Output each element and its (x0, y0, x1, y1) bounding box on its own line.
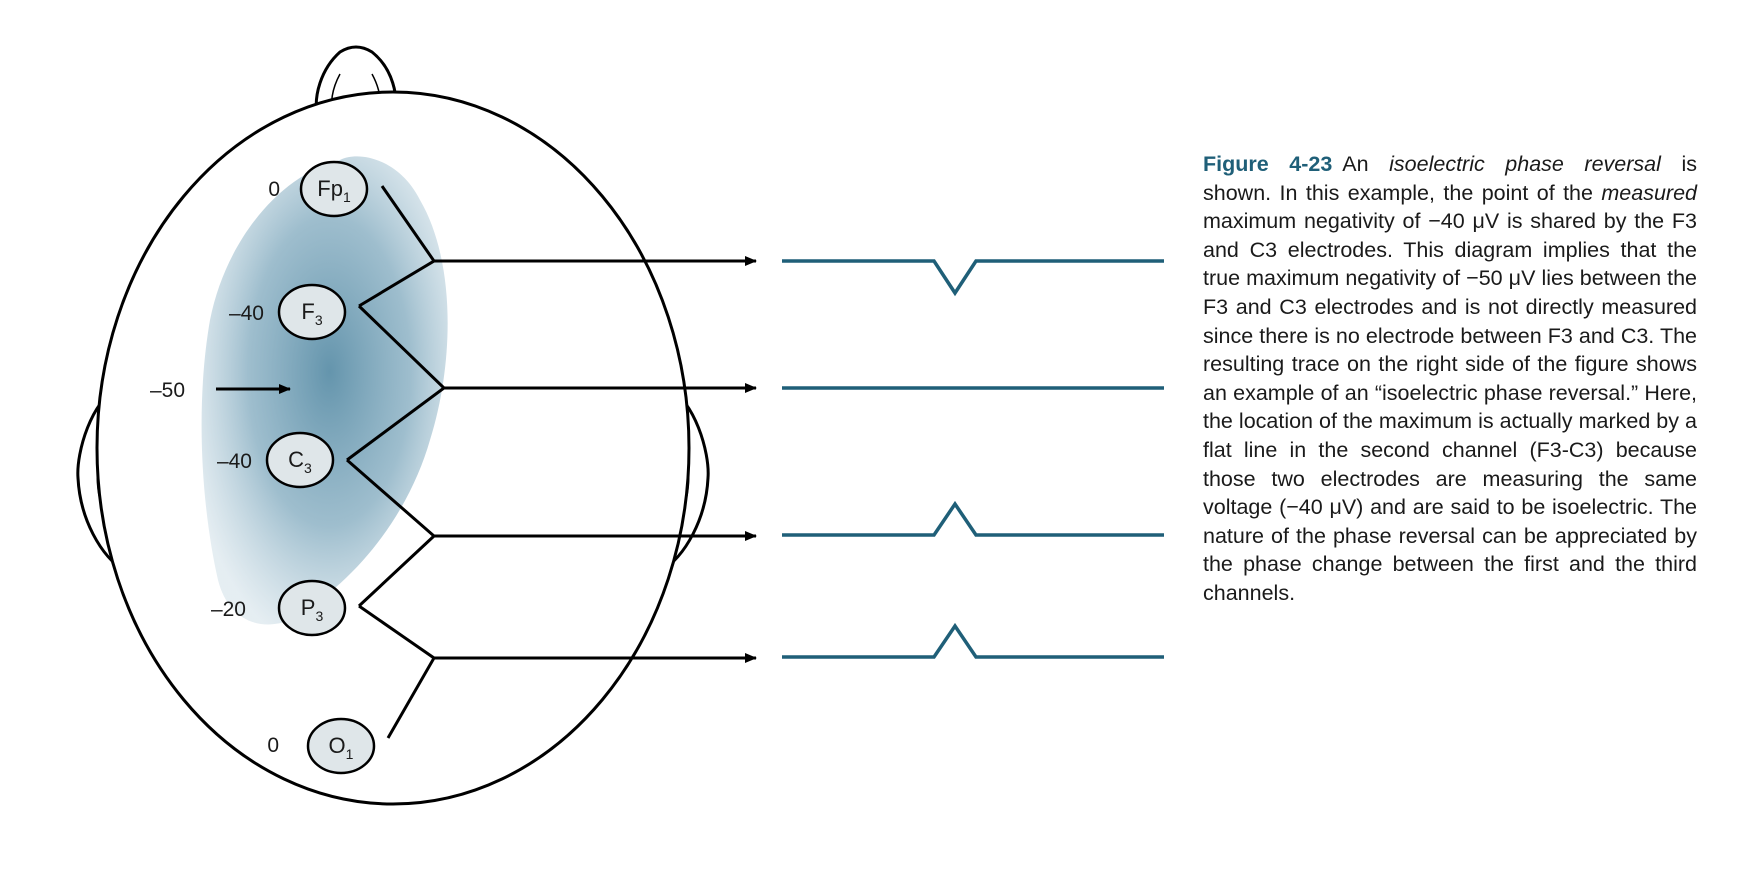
electrode-p3: P3 –20 (211, 579, 347, 637)
electrode-o1-label: O1 (329, 733, 354, 762)
electrode-c3: C3 –40 (217, 431, 335, 489)
figure-caption: Figure 4-23 An isoelectric phase reversal… (1203, 150, 1697, 608)
eeg-traces (782, 259, 1164, 659)
electrode-p3-label: P3 (301, 595, 324, 624)
caption-term-measured: measured (1601, 180, 1697, 205)
caption-text-3: maximum negativity of −40 μV is shared b… (1203, 209, 1697, 605)
electrode-f3-shape (277, 283, 347, 341)
trace-channel-3 (782, 500, 1164, 537)
electrode-fp1-label: Fp1 (317, 176, 351, 205)
caption-text-2: is shown. In this example, the point of … (1203, 152, 1697, 205)
electrode-fp1: Fp1 0 (268, 160, 369, 218)
electrode-o1-shape (306, 717, 376, 775)
max-point-label: –50 (150, 379, 185, 402)
electrode-p3-voltage: –20 (211, 598, 246, 621)
channel-arrows (434, 256, 757, 663)
trace-channel-4 (782, 622, 1164, 659)
figure-label: Figure 4-23 (1203, 152, 1333, 176)
electrode-c3-shape (265, 431, 335, 489)
negativity-field (201, 156, 448, 625)
trace-channel-1 (782, 259, 1164, 297)
caption-term-isoelectric: isoelectric phase reversal (1389, 152, 1661, 176)
electrode-fp1-voltage: 0 (268, 178, 280, 201)
electrode-f3: F3 –40 (229, 283, 347, 341)
electrode-o1-voltage: 0 (267, 734, 279, 757)
caption-text-1: An (1342, 152, 1390, 176)
electrode-c3-label: C3 (288, 447, 312, 476)
electrode-f3-voltage: –40 (229, 302, 264, 325)
electrode-o1: O1 0 (267, 717, 376, 775)
electrode-p3-shape (277, 579, 347, 637)
electrode-f3-label: F3 (301, 299, 322, 328)
electrode-c3-voltage: –40 (217, 450, 252, 473)
electrode-fp1-shape (299, 160, 369, 218)
